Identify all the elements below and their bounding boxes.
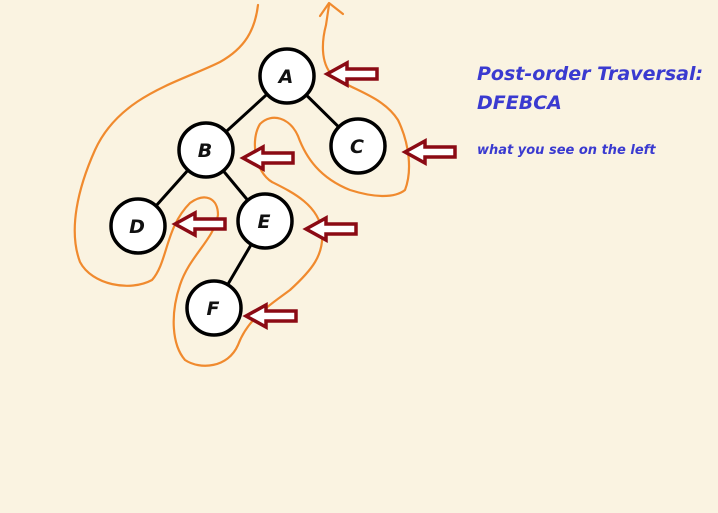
node-d: D: [109, 197, 167, 255]
node-f: F: [185, 279, 243, 337]
diagram-note: what you see on the left: [477, 143, 656, 158]
title-line-2: DFEBCA: [477, 92, 562, 114]
node-label: F: [207, 298, 220, 320]
node-circle: [236, 192, 294, 250]
node-label: C: [350, 136, 364, 158]
arrow-e-icon: [302, 215, 358, 243]
node-label: E: [258, 211, 271, 233]
node-label: B: [198, 140, 212, 162]
visit-arrows: [171, 60, 457, 330]
node-e: E: [236, 192, 294, 250]
node-b: B: [177, 121, 235, 179]
node-circle: [177, 121, 235, 179]
diagram-title: Post-order Traversal: DFEBCA: [477, 60, 703, 118]
title-line-1: Post-order Traversal:: [477, 63, 704, 85]
tree-nodes: A B C D E F: [109, 47, 387, 337]
node-c: C: [329, 117, 387, 175]
traversal-arrowhead: [318, 1, 345, 18]
arrow-a-icon: [323, 60, 379, 88]
node-circle: [185, 279, 243, 337]
node-circle: [329, 117, 387, 175]
arrow-c-icon: [401, 138, 457, 166]
node-label: A: [277, 66, 294, 88]
arrow-d-icon: [171, 210, 227, 238]
node-a: A: [258, 47, 316, 105]
arrow-f-icon: [242, 302, 298, 330]
node-circle: [109, 197, 167, 255]
tree-edges: [136, 74, 360, 309]
node-circle: [258, 47, 316, 105]
traversal-path: [73, 3, 411, 367]
node-label: D: [129, 216, 145, 238]
arrow-b-icon: [239, 144, 295, 172]
